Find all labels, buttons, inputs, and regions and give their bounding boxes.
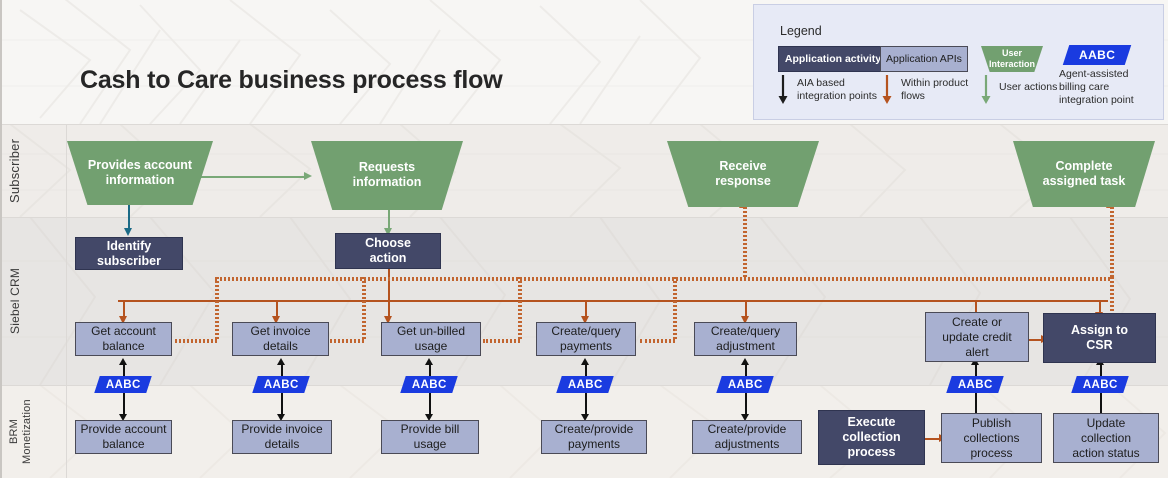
connector-provides-to-identify bbox=[128, 205, 130, 229]
connector-choose-to-unbilled bbox=[388, 269, 390, 317]
arrowhead-down bbox=[271, 316, 280, 324]
lane-label-siebel-crm-text: Siebel CRM bbox=[8, 267, 22, 335]
connector-create-query-payments-return-h bbox=[640, 339, 675, 343]
legend-api-caption-line2: flows bbox=[901, 90, 925, 102]
connector-credit-alert-to-assign-csr bbox=[1028, 339, 1043, 341]
legend-aabc-caption-line3: integration point bbox=[1059, 94, 1134, 106]
legend-activity-caption-line1: AIA based bbox=[797, 77, 845, 89]
connector-provides-to-requests bbox=[190, 176, 305, 178]
connector-get-account-balance-return-h bbox=[175, 339, 217, 343]
legend-activity-swatch: Application activity bbox=[778, 46, 888, 72]
connector-get-invoice-details-return-h bbox=[330, 339, 364, 343]
connector-api-bus bbox=[118, 300, 1108, 302]
badge-aabc-3: AABC bbox=[400, 376, 458, 393]
arrowhead-down bbox=[580, 316, 589, 324]
arrowhead-down bbox=[383, 316, 392, 324]
connector-return-to-receive-response bbox=[743, 207, 747, 277]
aia-arrow-icon bbox=[778, 75, 788, 104]
badge-aabc-7: AABC bbox=[1071, 376, 1129, 393]
legend-title: Legend bbox=[780, 24, 822, 38]
connector-bus-to-assign-to-csr bbox=[1099, 300, 1101, 313]
arrowhead-down bbox=[740, 316, 749, 324]
connector-get-un-billed-usage-return-h bbox=[483, 339, 520, 343]
lane-label-siebel-crm: Siebel CRM bbox=[8, 217, 64, 385]
connector-get-account-balance-return bbox=[215, 277, 219, 339]
legend-aabc-caption-line2: billing care bbox=[1059, 81, 1110, 93]
legend-user-caption-text: User actions bbox=[999, 81, 1058, 93]
connector-requests-to-choose bbox=[388, 205, 390, 229]
connector-bus-to-create-query-payments bbox=[585, 300, 587, 317]
connector-bus-to-get-account-balance bbox=[123, 300, 125, 317]
connector-bus-to-create-or-update-credit-alert bbox=[975, 300, 977, 317]
within-product-arrow-icon bbox=[882, 75, 892, 104]
connector-get-un-billed-usage-return bbox=[518, 277, 522, 339]
connector-create-query-payments-return bbox=[673, 277, 677, 339]
legend-aabc-caption-line1: Agent-assisted bbox=[1059, 68, 1129, 80]
legend-aabc-swatch: AABC bbox=[1062, 45, 1132, 65]
connector-bus-to-create-query-adjustment bbox=[745, 300, 747, 317]
connector-return-to-complete-task bbox=[1110, 207, 1114, 277]
badge-aabc-2: AABC bbox=[252, 376, 310, 393]
legend-aabc-caption: Agent-assisted billing care integration … bbox=[1059, 68, 1134, 107]
legend-api-caption-line1: Within product bbox=[901, 77, 969, 89]
lane-label-subscriber-text: Subscriber bbox=[7, 138, 22, 203]
badge-aabc-1: AABC bbox=[94, 376, 152, 393]
left-border bbox=[0, 0, 2, 478]
legend-api-swatch: Application APIs bbox=[880, 46, 968, 72]
connector-execute-to-publish bbox=[925, 438, 941, 440]
user-action-arrow-icon bbox=[981, 75, 991, 104]
page-title: Cash to Care business process flow bbox=[80, 66, 503, 94]
arrowhead-down bbox=[123, 228, 132, 236]
legend-activity-caption-line2: integration points bbox=[797, 90, 877, 102]
legend-aabc-label: AABC bbox=[1078, 48, 1116, 62]
legend-user-label-line2: Interaction bbox=[988, 59, 1035, 69]
arrowhead-right bbox=[304, 171, 312, 180]
legend-user-caption: User actions bbox=[999, 81, 1057, 94]
lane-label-brm-line2: Monetization bbox=[21, 399, 33, 464]
legend-activity-label: Application activity bbox=[784, 53, 882, 65]
legend-user-label-line1: User bbox=[1001, 48, 1022, 58]
lane-label-divider bbox=[66, 124, 67, 478]
badge-aabc-4: AABC bbox=[556, 376, 614, 393]
arrowhead-down bbox=[118, 316, 127, 324]
badge-aabc-6: AABC bbox=[946, 376, 1004, 393]
legend-api-label: Application APIs bbox=[886, 53, 962, 65]
legend-user-interaction-swatch: User Interaction bbox=[981, 46, 1043, 72]
legend-api-caption: Within product flows bbox=[901, 77, 968, 103]
legend-panel: Legend Application activity AIA based in… bbox=[753, 4, 1164, 120]
connector-get-invoice-details-return bbox=[362, 277, 366, 339]
legend-activity-caption: AIA based integration points bbox=[797, 77, 877, 103]
lane-label-brm-monetization: BRM Monetization bbox=[8, 385, 64, 478]
lane-label-subscriber: Subscriber bbox=[7, 124, 64, 217]
connector-bus-to-get-invoice-details bbox=[276, 300, 278, 317]
arrowhead-down bbox=[383, 228, 392, 236]
lane-label-brm-line1: BRM bbox=[8, 418, 20, 445]
badge-aabc-5: AABC bbox=[716, 376, 774, 393]
connector-response-bus bbox=[215, 277, 1110, 281]
